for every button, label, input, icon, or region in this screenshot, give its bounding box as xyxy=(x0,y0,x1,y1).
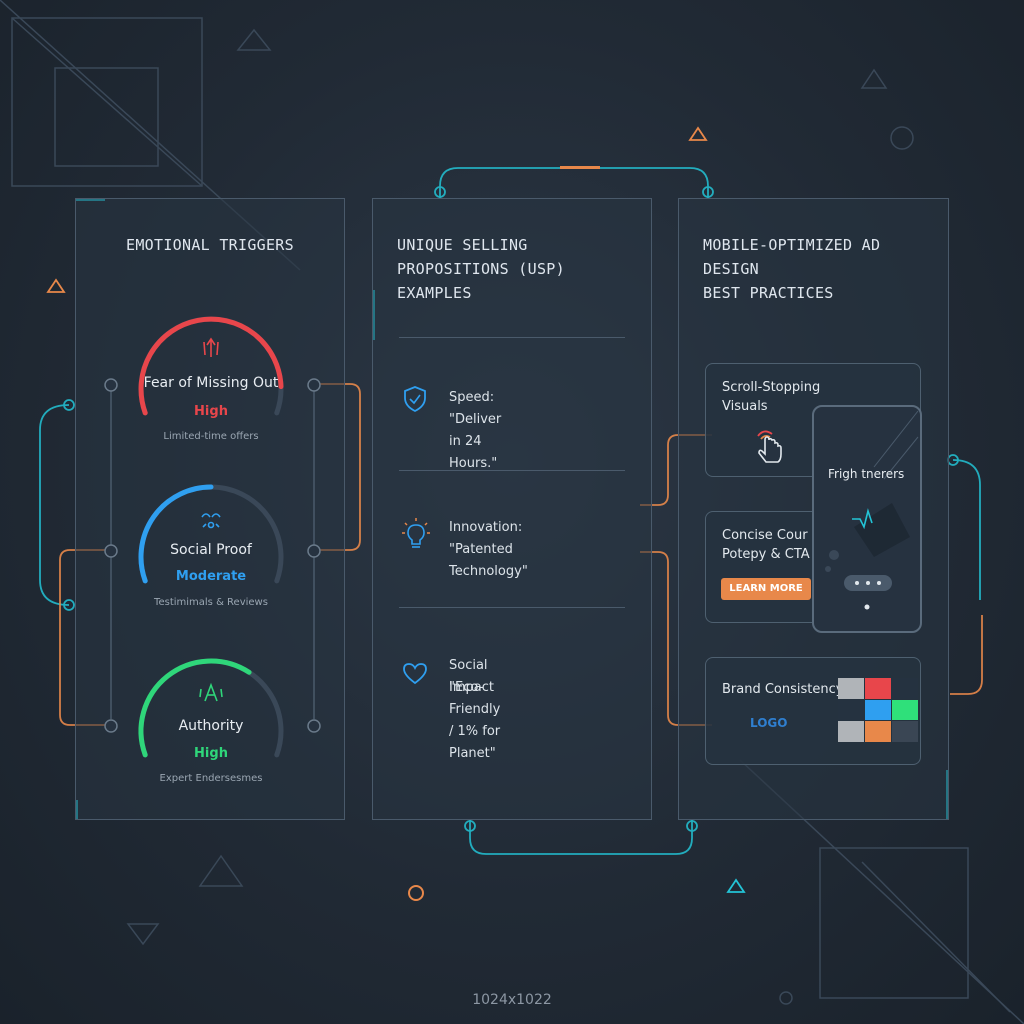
mobile-title: MOBILE-OPTIMIZED AD DESIGN BEST PRACTICE… xyxy=(703,233,938,305)
card-brand-title: Brand Consistency xyxy=(722,682,844,697)
node-left-1 xyxy=(104,378,118,392)
swatch-4 xyxy=(838,699,864,721)
usp-innovation-line1: Innovation: xyxy=(449,520,523,535)
mobile-title-line1: MOBILE-OPTIMIZED AD DESIGN xyxy=(703,236,881,278)
social-proof-gauge-track xyxy=(138,484,284,584)
social-proof-level: Moderate xyxy=(175,569,247,584)
node-left-2 xyxy=(104,544,118,558)
swatch-2 xyxy=(865,678,891,699)
phone-mockup: Frigh tnerers xyxy=(812,405,922,633)
authority-subtitle: Expert Endersesmes xyxy=(159,773,263,784)
card-scroll-title: Scroll-Stopping Visuals xyxy=(722,378,820,416)
social-proof-name: Social Proof xyxy=(170,542,252,558)
usp-speed-text: Speed: "Deliver in 24 Hours." xyxy=(449,390,502,471)
gauge-group xyxy=(104,316,321,758)
divider-2 xyxy=(399,470,625,471)
usp-title: UNIQUE SELLING PROPOSITIONS (USP) EXAMPL… xyxy=(397,233,641,305)
phone-headline: Frigh tnerers xyxy=(828,467,905,481)
social-proof-icon xyxy=(201,513,221,529)
heart-icon xyxy=(403,663,427,685)
authority-icon xyxy=(199,682,223,702)
authority-gauge-arc xyxy=(138,658,252,758)
card-brand-consistency: Brand Consistency LOGO xyxy=(705,657,921,765)
card-copy-title-line1: Concise Cour xyxy=(722,528,808,543)
swatch-5 xyxy=(865,699,891,721)
mobile-design-panel: MOBILE-OPTIMIZED AD DESIGN BEST PRACTICE… xyxy=(678,198,949,820)
divider-3 xyxy=(399,607,625,608)
dimension-label: 1024x1022 xyxy=(472,992,552,1008)
node-right-3 xyxy=(307,719,321,733)
card-copy-title: Concise Cour Potepy & CTA xyxy=(722,526,810,564)
usp-panel: UNIQUE SELLING PROPOSITIONS (USP) EXAMPL… xyxy=(372,198,652,820)
usp-social-impact-line1: Social Impact xyxy=(449,658,494,695)
swatch-3 xyxy=(892,678,918,699)
learn-more-button[interactable]: LEARN MORE xyxy=(721,578,811,600)
swatch-8 xyxy=(865,721,891,742)
social-proof-subtitle: Testimimals & Reviews xyxy=(154,597,268,608)
swatch-9 xyxy=(892,721,918,742)
social-proof-gauge-arc xyxy=(138,484,214,584)
gauge-track-path xyxy=(138,316,284,416)
mobile-title-line2: BEST PRACTICES xyxy=(703,284,834,302)
node-right-2 xyxy=(307,544,321,558)
card-scroll-title-line2: Visuals xyxy=(722,399,768,414)
fomo-subtitle: Limited-time offers xyxy=(163,431,259,442)
emotional-triggers-panel: EMOTIONAL TRIGGERS Fear of Missing xyxy=(75,198,345,820)
color-swatch-grid xyxy=(838,678,918,742)
authority-gauge-track xyxy=(138,658,284,758)
swatch-6 xyxy=(892,699,918,721)
brand-logo: LOGO xyxy=(750,716,788,730)
emotional-triggers-title: EMOTIONAL TRIGGERS xyxy=(126,236,294,254)
node-right-1 xyxy=(307,378,321,392)
authority-name: Authority xyxy=(178,718,244,734)
usp-title-line1: UNIQUE SELLING xyxy=(397,236,528,254)
fomo-level: High xyxy=(194,404,228,419)
shield-icon xyxy=(404,386,426,413)
card-scroll-title-line1: Scroll-Stopping xyxy=(722,380,821,395)
usp-social-impact-line2: "Eco-Friendly / 1% for Planet" xyxy=(449,680,501,761)
swatch-7 xyxy=(838,721,864,742)
fomo-name: Fear of Missing Out xyxy=(143,375,279,391)
gauge-track-path xyxy=(138,658,284,758)
fomo-icon xyxy=(203,337,219,357)
usp-title-line2: PROPOSITIONS (USP) EXAMPLES xyxy=(397,260,565,302)
fomo-gauge-arc xyxy=(138,316,284,416)
fomo-gauge-track xyxy=(138,316,284,416)
phone-screen-art xyxy=(825,410,919,610)
divider-1 xyxy=(399,337,625,338)
tap-hand-icon xyxy=(757,430,782,463)
card-copy-title-line2: Potepy & CTA xyxy=(722,547,810,562)
swatch-1 xyxy=(838,678,864,699)
node-left-3 xyxy=(104,719,118,733)
usp-innovation-line2: "Patented Technology" xyxy=(449,542,528,579)
lightbulb-icon xyxy=(402,518,430,548)
gauge-track-path xyxy=(138,484,284,584)
authority-level: High xyxy=(194,746,228,761)
